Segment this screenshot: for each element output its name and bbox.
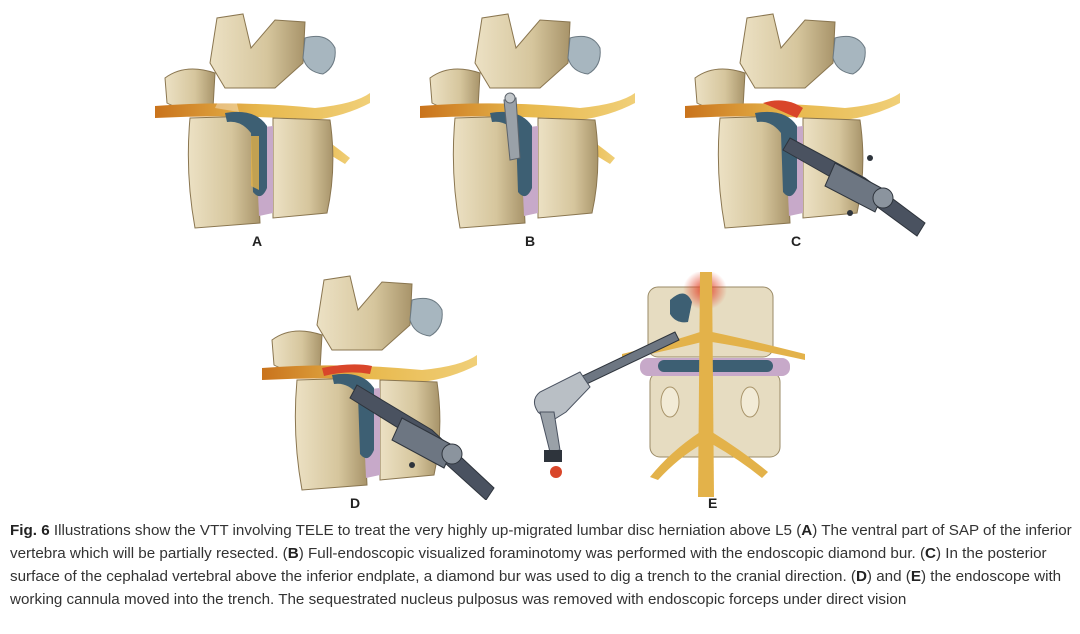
caption-segment-4: ) Full-endoscopic visualized foraminotom… — [298, 545, 926, 562]
caption-segment-0: Illustrations show the VTT involving TEL… — [49, 522, 802, 539]
caption-segment-9: E — [910, 568, 921, 585]
caption-segment-8: ) and ( — [866, 568, 911, 585]
panel-label-d: D — [350, 495, 361, 511]
spine-illustration-e — [534, 272, 805, 497]
panel-c: C — [685, 8, 930, 249]
caption-segment-7: D — [855, 568, 867, 585]
spine-illustration-b — [420, 13, 635, 229]
caption-segment-5: C — [925, 545, 937, 562]
panel-label-e: E — [708, 495, 718, 511]
caption-segment-2: ) The ventral part of SAP of the inferio… — [10, 522, 1072, 562]
panel-label-c: C — [791, 233, 802, 249]
panel-e: E — [530, 272, 820, 511]
panel-label-a: A — [252, 233, 263, 249]
spine-illustration-d — [262, 275, 495, 500]
spine-illustration-a — [155, 13, 370, 229]
caption-segment-6: ) In the posterior surface of the cephal… — [10, 545, 1047, 585]
panel-label-b: B — [525, 233, 536, 249]
panel-a: A — [155, 8, 370, 249]
figure-label: Fig. 6 — [10, 522, 50, 539]
spine-illustration-c — [685, 13, 926, 237]
panel-d: D — [262, 270, 497, 511]
caption-segment-10: ) the endoscope with working cannula mov… — [10, 568, 1062, 608]
panel-b: B — [420, 8, 635, 249]
caption-segment-3: B — [287, 545, 299, 562]
figure-caption: Fig. 6 Illustrations show the VTT involv… — [10, 519, 1072, 611]
caption-segment-1: A — [801, 522, 813, 539]
